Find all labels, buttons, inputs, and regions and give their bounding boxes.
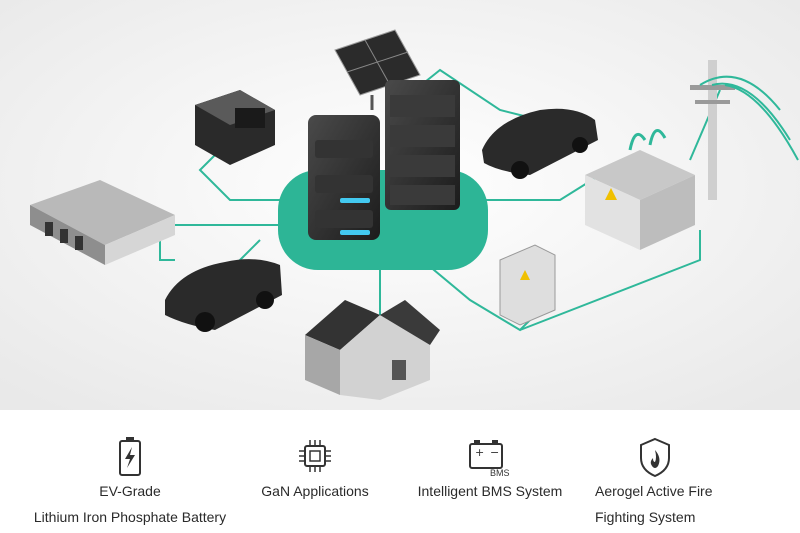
svg-text:+: + [475, 446, 484, 459]
utility-pole-icon [690, 60, 799, 200]
house-icon [305, 300, 440, 400]
feature-fire: Aerogel Active Fire Fighting System [595, 436, 745, 530]
bms-battery-icon: + − BMS [469, 440, 510, 478]
warehouse-icon [30, 180, 175, 265]
bms-badge: BMS [490, 468, 510, 478]
power-cabinet-icon [499, 244, 556, 326]
battery-tower-icon [308, 115, 380, 240]
svg-text:−: − [490, 446, 499, 459]
battery-icon [119, 437, 141, 476]
electric-car-icon [165, 259, 282, 332]
fire-shield-icon [640, 437, 670, 478]
feature-label: Intelligent BMS System [417, 483, 563, 499]
feature-label: Lithium Iron Phosphate Battery [33, 509, 227, 525]
feature-gan: GaN Applications [245, 436, 385, 504]
solar-panel-icon [334, 29, 421, 110]
feature-battery: EV-Grade Lithium Iron Phosphate Battery [20, 436, 240, 530]
battery-tower-icon [385, 80, 460, 210]
generator-icon [195, 90, 275, 165]
feature-label: Fighting System [595, 509, 696, 525]
chip-icon [299, 440, 331, 472]
feature-bms: + − BMS Intelligent BMS System [400, 436, 580, 504]
energy-network-illustration [0, 0, 800, 410]
feature-label: EV-Grade [99, 483, 161, 499]
electric-car-icon [482, 108, 598, 179]
transformer-icon [585, 129, 695, 250]
feature-label: Aerogel Active Fire [595, 483, 713, 499]
feature-label: GaN Applications [261, 483, 369, 499]
